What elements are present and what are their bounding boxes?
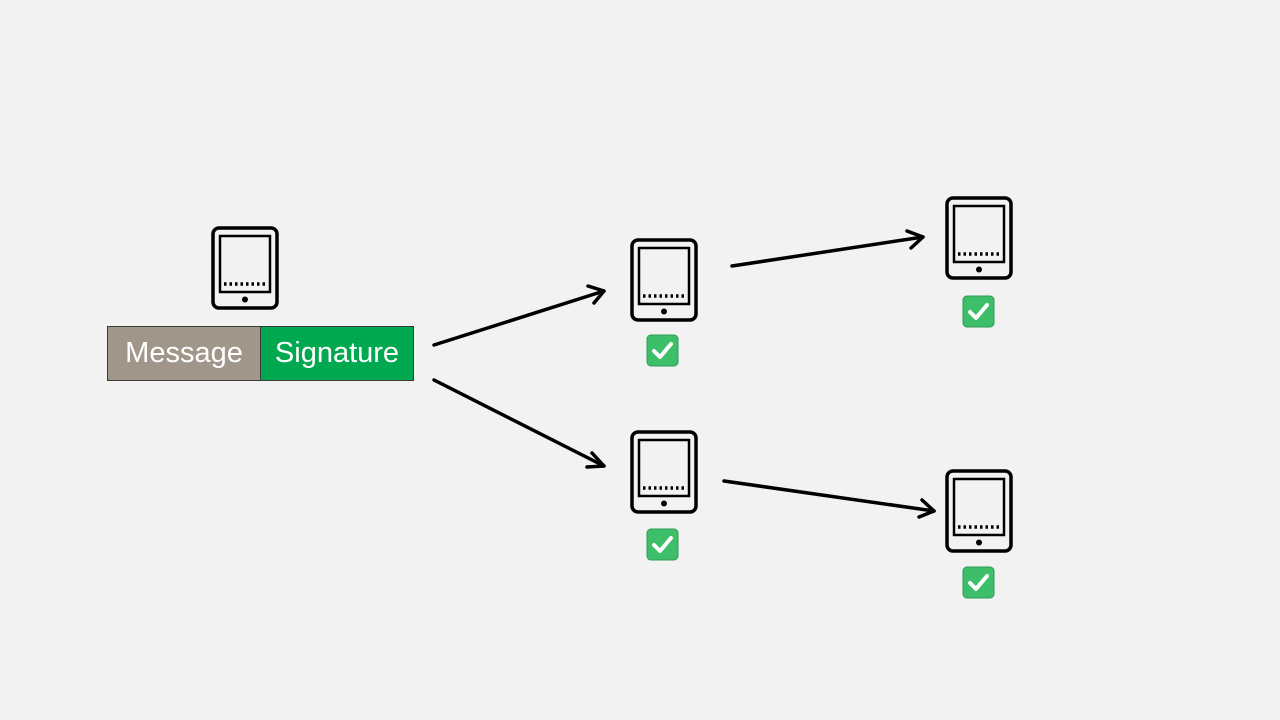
receiver-top-check-icon [961,294,996,329]
relay-top-check-icon [645,333,680,368]
receiver-top-tablet-icon [945,196,1013,280]
receiver-bottom-check-icon [961,565,996,600]
message-block: Message [107,326,261,381]
message-label: Message [125,337,243,369]
arrow-relay-bottom-to-receiver-bottom [722,479,936,519]
arrow-relay-top-to-receiver-top [730,229,925,268]
arrow-sender-to-relay-top [432,284,606,347]
relay-bottom-check-icon [645,527,680,562]
signature-block: Signature [261,326,414,381]
signature-label: Signature [274,337,400,369]
receiver-bottom-tablet-icon [945,469,1013,553]
sender-tablet-icon [211,226,279,310]
signed-message-packet: Message Signature [107,326,414,381]
relay-bottom-tablet-icon [630,430,698,514]
relay-top-tablet-icon [630,238,698,322]
arrow-sender-to-relay-bottom [432,378,606,469]
